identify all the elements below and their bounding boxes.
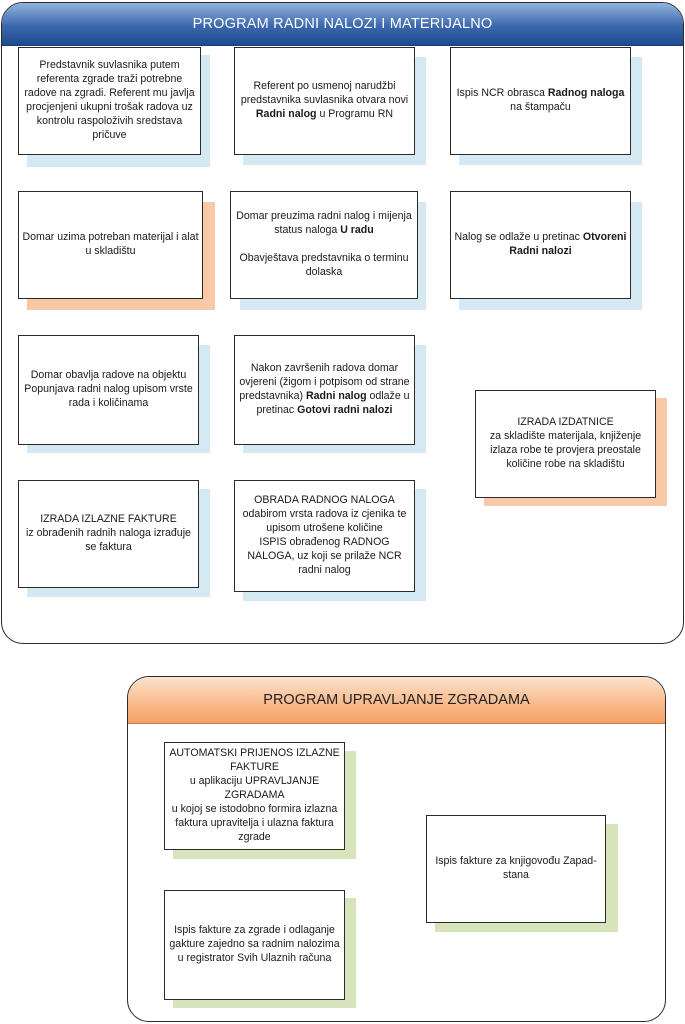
step-open-work-order: Referent po usmenoj narudžbi predstavnik…	[234, 47, 415, 155]
step-finished-orders-tray: Nakon završenih radova domar ovjereni (ž…	[234, 335, 415, 445]
step-print-invoice-buildings: Ispis fakture za zgrade i odlaganje gakt…	[164, 890, 345, 1000]
step-take-material: Domar uzima potreban materijal i alat u …	[18, 191, 203, 299]
step-status-in-progress: Domar preuzima radni nalog i mijenja sta…	[230, 191, 418, 299]
step-perform-works: Domar obavlja radove na objektu Popunjav…	[18, 335, 199, 445]
step-print-ncr: Ispis NCR obrasca Radnog naloga na štamp…	[450, 47, 631, 155]
step-open-orders-tray: Nalog se odlaže u pretinac Otvoreni Radn…	[450, 191, 631, 299]
step-print-invoice-accountant: Ispis fakture za knjigovođu Zapad-stana	[426, 815, 606, 923]
step-request-works: Predstavnik suvlasnika putem referenta z…	[18, 47, 201, 155]
step-issue-note: IZRADA IZDATNICE za skladište materijala…	[475, 390, 656, 498]
panel-title-radni-nalozi: PROGRAM RADNI NALOZI I MATERIJALNO	[2, 3, 683, 46]
step-auto-transfer-invoice: AUTOMATSKI PRIJENOS IZLAZNE FAKTURE u ap…	[164, 742, 345, 850]
step-process-work-order: OBRADA RADNOG NALOGA odabirom vrsta rado…	[234, 480, 415, 592]
step-output-invoice: IZRADA IZLAZNE FAKTURE iz obrađenih radn…	[18, 480, 199, 588]
panel-title-upravljanje-zgradama: PROGRAM UPRAVLJANJE ZGRADAMA	[128, 677, 665, 724]
